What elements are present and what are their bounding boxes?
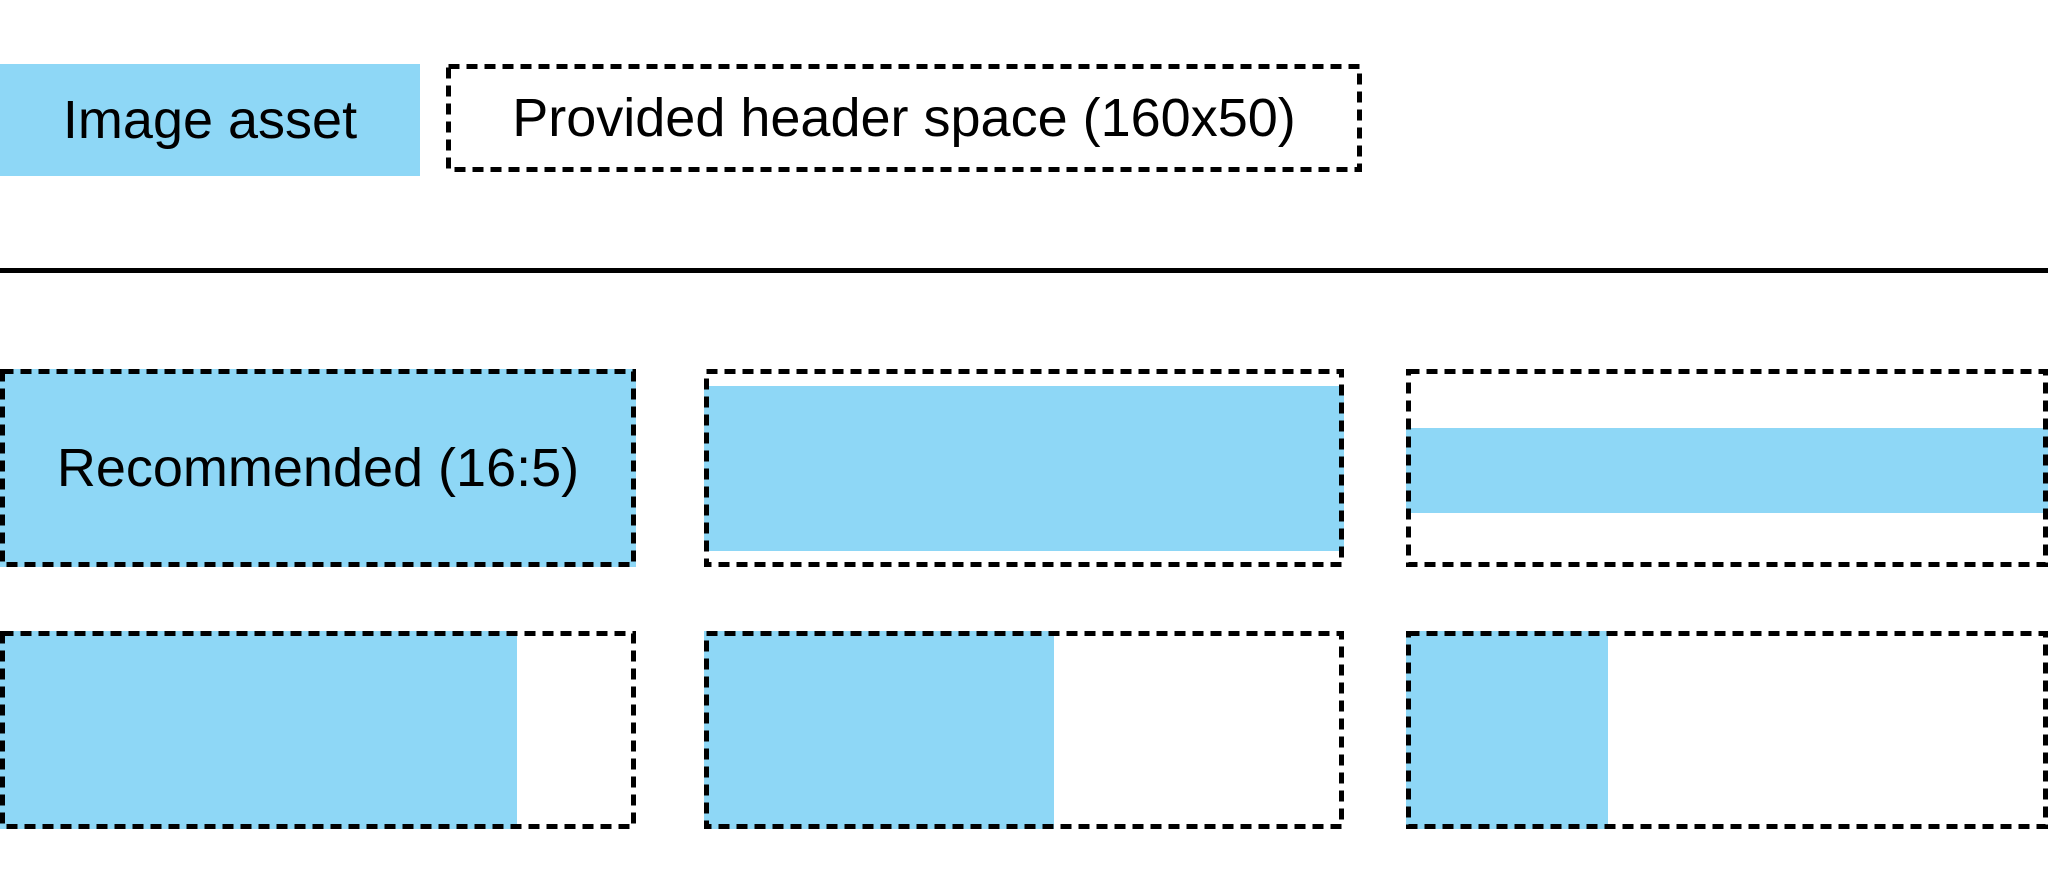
cell-full-height-medium: [704, 631, 1344, 829]
image-asset-fill: [1406, 631, 1609, 829]
cell-recommended-16-5: Recommended (16:5): [0, 369, 636, 567]
legend-image-asset-swatch: Image asset: [0, 64, 420, 176]
cell-full-width-slight-letterbox: [704, 369, 1344, 567]
legend-provided-header-space-label: Provided header space (160x50): [512, 88, 1296, 148]
legend-provided-header-space-box: Provided header space (160x50): [446, 64, 1362, 172]
legend-image-asset-label: Image asset: [62, 90, 358, 150]
image-asset-fill: [1406, 428, 2048, 514]
section-divider: [0, 268, 2048, 273]
image-asset-fill: [704, 385, 1344, 552]
cell-full-width-thin-band: [1406, 369, 2048, 567]
image-asset-fill: [704, 631, 1055, 829]
cell-full-height-square: [1406, 631, 2048, 829]
image-asset-fill: [0, 631, 518, 829]
recommended-label: Recommended (16:5): [56, 438, 580, 498]
cell-full-height-wide: [0, 631, 636, 829]
